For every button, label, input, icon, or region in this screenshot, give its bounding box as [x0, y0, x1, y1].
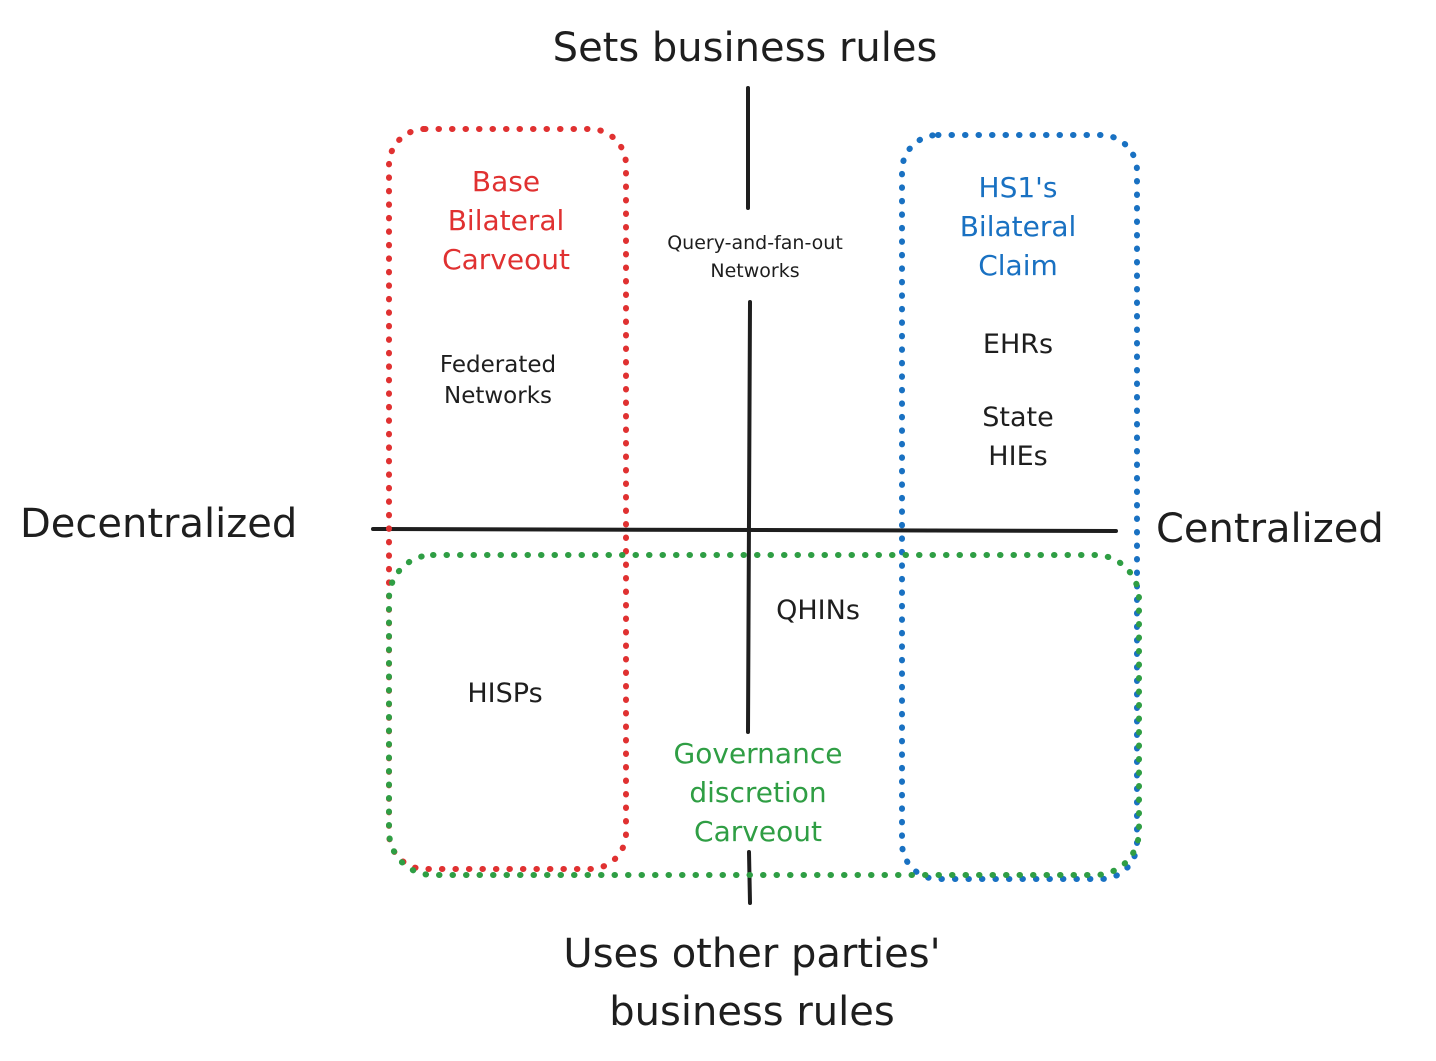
blue-group-title-line-1: HS1's: [978, 171, 1058, 204]
item-query-fanout-networks: Query-and-fan-out Networks: [667, 230, 843, 285]
blue-group-title-line-2: Bilateral: [959, 210, 1077, 244]
green-group-outline: [386, 552, 1142, 878]
red-group-title-line-2: Bilateral: [447, 204, 565, 238]
horizontal-axis: [371, 527, 1118, 533]
red-group-title-line-1: Base: [471, 165, 541, 198]
item-ehrs: EHRs: [982, 329, 1054, 360]
item-query-fanout-line-2: Networks: [710, 259, 800, 282]
green-group-title: Governance discretion Carveout: [674, 734, 843, 852]
green-group-title-line-1: Governance: [673, 737, 843, 770]
blue-group-title-line-3: Claim: [978, 249, 1058, 283]
blue-group-title: HS1's Bilateral Claim: [960, 168, 1077, 286]
item-qhins: QHINs: [776, 595, 860, 626]
item-state-hies-line-1: State: [982, 402, 1054, 433]
item-federated-line-2: Networks: [443, 383, 553, 410]
axis-label-bottom: Uses other parties' business rules: [563, 925, 940, 1041]
blue-group-outline: [899, 132, 1140, 882]
item-hisps: HISPs: [467, 678, 543, 709]
green-group-title-line-2: discretion: [689, 776, 827, 810]
item-federated-networks: Federated Networks: [440, 350, 556, 412]
item-state-hies: State HIEs: [982, 398, 1053, 476]
axis-label-bottom-line-1: Uses other parties': [563, 931, 941, 977]
red-group-title-line-3: Carveout: [442, 243, 570, 277]
red-group-outline: [386, 126, 629, 872]
axis-label-top: Sets business rules: [552, 25, 938, 71]
red-group-title: Base Bilateral Carveout: [442, 162, 570, 280]
item-federated-line-1: Federated: [439, 352, 557, 378]
vertical-axis-middle: [746, 300, 752, 734]
item-state-hies-line-2: HIEs: [988, 441, 1048, 473]
item-query-fanout-line-1: Query-and-fan-out: [667, 232, 843, 254]
axis-label-right: Centralized: [1156, 506, 1384, 552]
green-group-title-line-3: Carveout: [694, 815, 822, 849]
axis-label-left: Decentralized: [20, 501, 298, 547]
axis-label-bottom-line-2: business rules: [609, 989, 895, 1035]
